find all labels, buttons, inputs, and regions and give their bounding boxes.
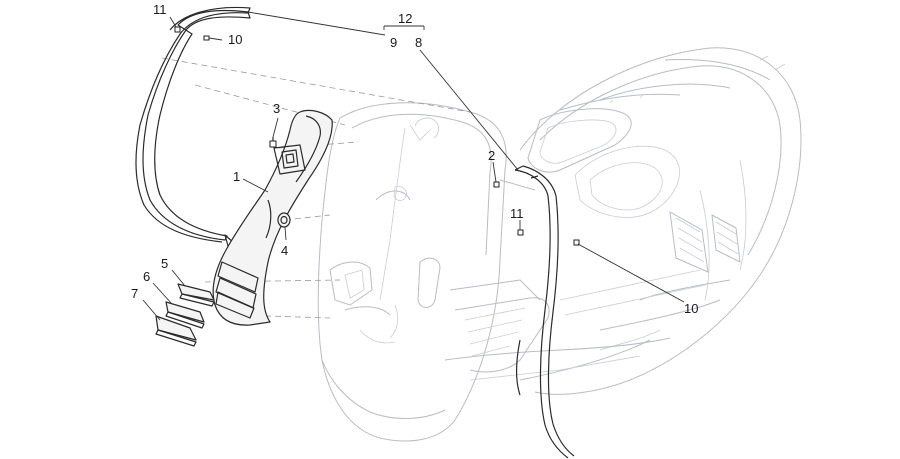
callout-9: 9 xyxy=(390,35,397,50)
callout-2: 2 xyxy=(488,148,495,163)
front-shield-ghost xyxy=(317,102,671,442)
part-grommet-4 xyxy=(277,212,291,228)
callout-3: 3 xyxy=(273,101,280,116)
callout-10-right: 10 xyxy=(684,301,698,316)
assembly-reference-lines xyxy=(161,57,471,319)
part-nut-11-mid xyxy=(517,229,524,236)
callout-5: 5 xyxy=(161,256,168,271)
callout-7: 7 xyxy=(131,286,138,301)
part-trim-5 xyxy=(177,283,215,307)
callout-4: 4 xyxy=(281,243,288,258)
callout-labels: 11 10 12 9 8 3 1 2 11 4 5 6 7 10 xyxy=(131,2,698,316)
scooter-rear-body-ghost xyxy=(519,47,802,395)
part-clip-10-top xyxy=(203,35,210,41)
callout-8: 8 xyxy=(415,35,422,50)
leader-lines xyxy=(142,11,685,321)
part-nut-11-top xyxy=(174,26,181,33)
callout-10-top: 10 xyxy=(228,32,242,47)
part-screw-3 xyxy=(269,137,277,148)
part-screw-2 xyxy=(493,181,500,188)
callout-6: 6 xyxy=(143,269,150,284)
part-clip-10-right xyxy=(573,239,580,246)
part-shield-center-panel-1 xyxy=(212,109,333,326)
part-trim-7 xyxy=(155,315,197,347)
callout-1: 1 xyxy=(233,169,240,184)
part-trim-6 xyxy=(165,301,205,329)
callout-12: 12 xyxy=(398,11,412,26)
callout-11-top: 11 xyxy=(153,2,167,17)
part-edge-trim-8 xyxy=(514,165,575,459)
callout-11-mid: 11 xyxy=(510,206,524,221)
